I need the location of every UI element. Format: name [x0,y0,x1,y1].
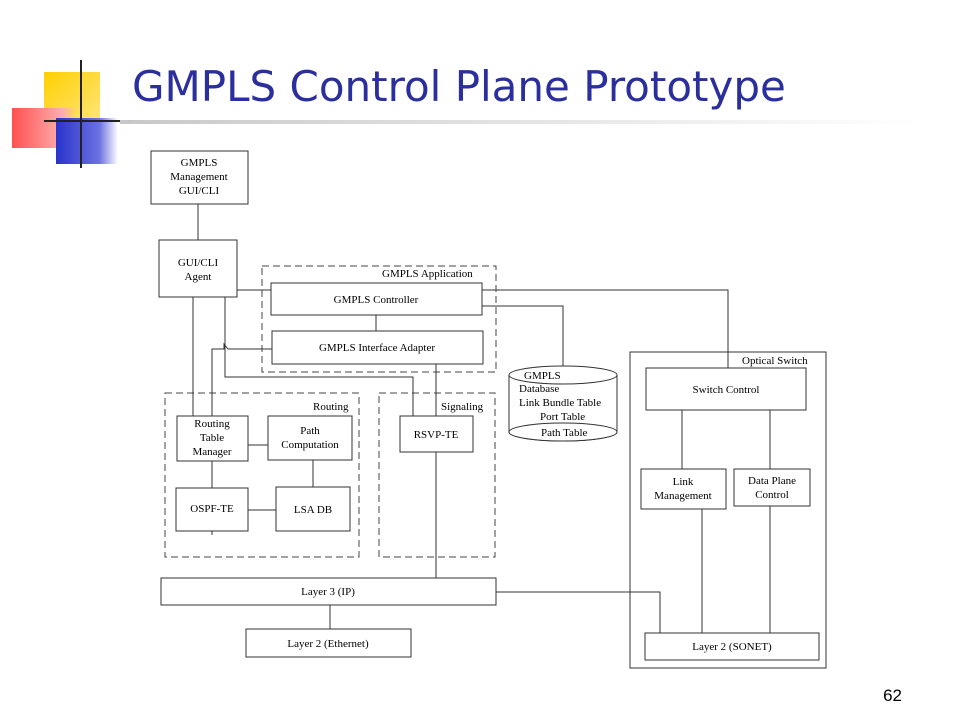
switch-control-box: Switch Control [645,367,807,411]
svg-text:LSA DB: LSA DB [294,504,332,516]
svg-text:Table: Table [200,432,224,444]
svg-text:GMPLS: GMPLS [181,157,218,169]
svg-text:Link Bundle Table: Link Bundle Table [519,397,601,409]
layer2-sonet-box: Layer 2 (SONET) [644,632,820,661]
gui-management-box: GMPLS Management GUI/CLI [150,150,249,205]
svg-text:GUI/CLI: GUI/CLI [178,257,219,269]
svg-text:Control: Control [755,489,789,501]
svg-text:Layer 2 (Ethernet): Layer 2 (Ethernet) [287,638,369,650]
title-underline [120,120,920,124]
lsa-db-box: LSA DB [275,486,351,532]
svg-text:Computation: Computation [281,439,339,451]
gmpls-database-cylinder: GMPLS Database Link Bundle Table Port Ta… [508,365,618,442]
svg-text:Layer 2 (SONET): Layer 2 (SONET) [692,641,772,653]
svg-text:Path: Path [300,425,320,437]
svg-text:Port Table: Port Table [540,411,585,423]
signaling-group-label: Signaling [441,401,484,413]
svg-text:Switch Control: Switch Control [693,384,760,396]
svg-text:Data Plane: Data Plane [748,475,796,487]
optical-switch-label: Optical Switch [742,355,808,367]
signaling-group [378,392,496,558]
svg-text:Agent: Agent [185,271,212,283]
svg-text:Routing: Routing [194,418,230,430]
page-number: 62 [883,686,902,705]
gmpls-interface-adapter-box: GMPLS Interface Adapter [271,330,484,365]
ospf-te-box: OSPF-TE [175,487,249,532]
svg-text:GMPLS Interface Adapter: GMPLS Interface Adapter [319,342,435,354]
decor-blue-bar [56,118,118,164]
decor-vertical-line [80,60,82,168]
path-computation-box: Path Computation [267,415,353,461]
svg-text:GMPLS: GMPLS [524,370,561,382]
svg-text:Manager: Manager [192,446,231,458]
svg-text:Database: Database [519,383,559,395]
rsvp-te-box: RSVP-TE [399,415,474,453]
layer2-ethernet-box: Layer 2 (Ethernet) [245,628,412,658]
layer3-ip-box: Layer 3 (IP) [160,577,497,606]
svg-text:Link: Link [673,476,694,488]
svg-text:Management: Management [654,490,711,502]
connector-lines [192,204,771,633]
routing-group-label: Routing [313,401,349,413]
gmpls-controller-box: GMPLS Controller [270,282,483,316]
gmpls-application-label: GMPLS Application [382,268,473,280]
svg-text:Path Table: Path Table [541,427,587,439]
data-plane-control-box: Data Plane Control [733,468,811,507]
gui-cli-agent-box: GUI/CLI Agent [158,239,238,298]
svg-text:GMPLS Controller: GMPLS Controller [334,294,419,306]
routing-table-manager-box: Routing Table Manager [176,415,249,462]
link-management-box: Link Management [640,468,727,510]
routing-group [164,392,360,558]
svg-text:Management: Management [170,171,227,183]
svg-text:RSVP-TE: RSVP-TE [414,429,459,441]
decor-horizontal-line [44,120,134,122]
gmpls-application-group [261,265,497,373]
svg-text:Layer 3 (IP): Layer 3 (IP) [301,586,355,598]
svg-text:OSPF-TE: OSPF-TE [190,503,234,515]
slide-title: GMPLS Control Plane Prototype [132,62,786,111]
svg-text:GUI/CLI: GUI/CLI [179,185,220,197]
